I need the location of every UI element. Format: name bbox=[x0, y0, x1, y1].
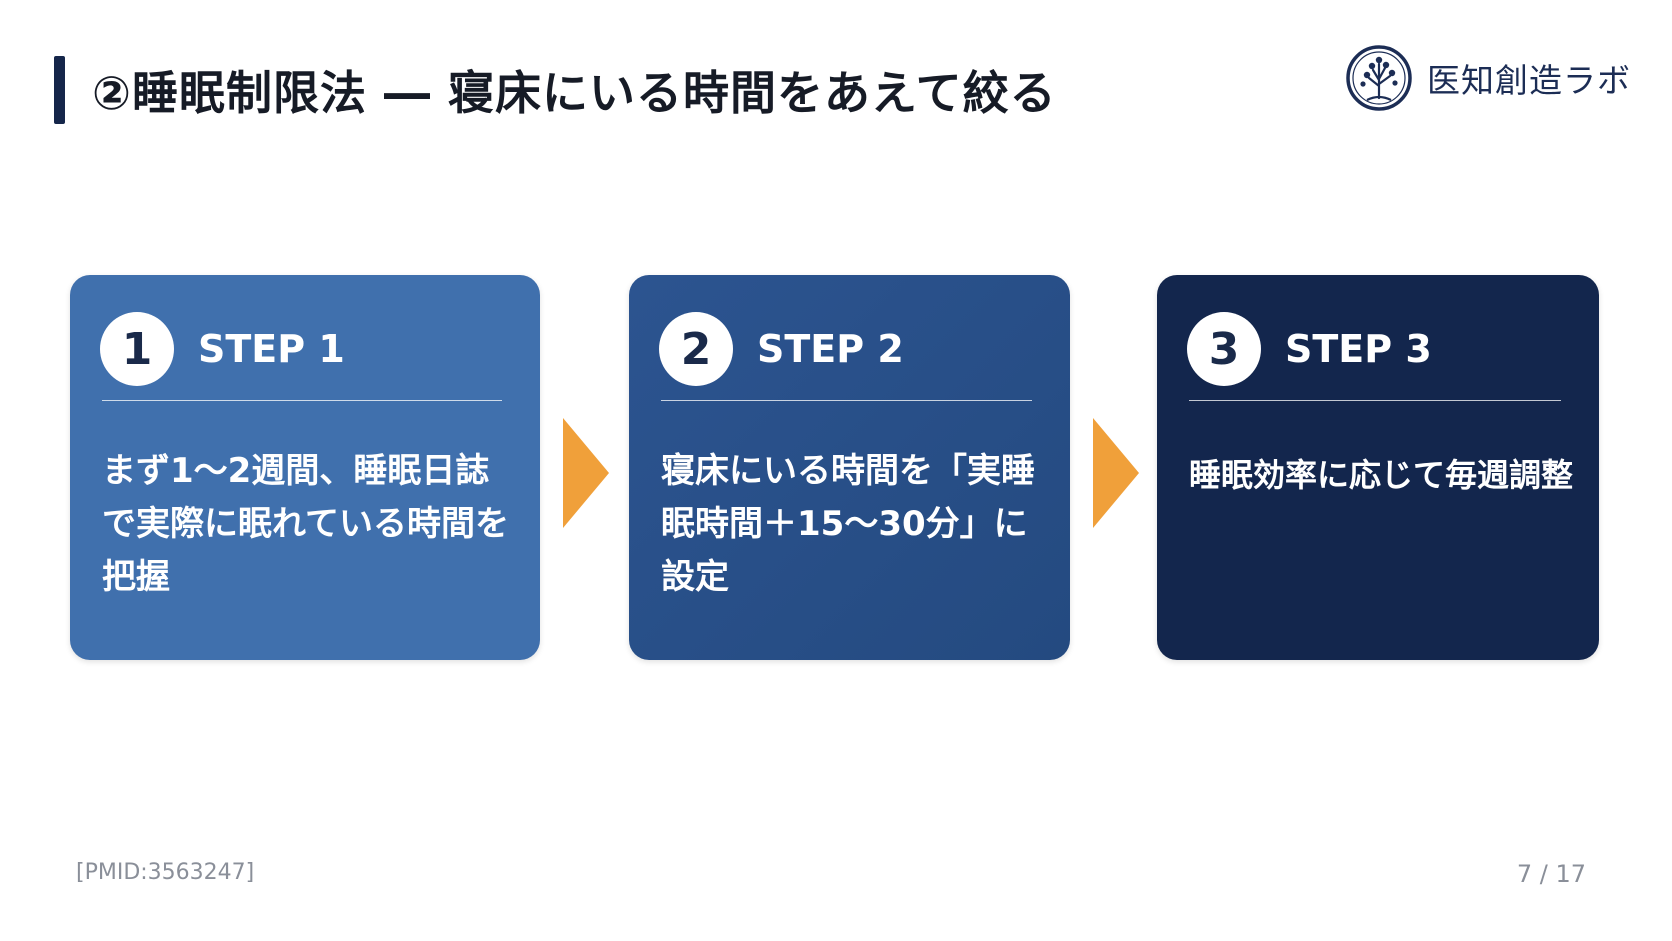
page-title: ②睡眠制限法 ― 寝床にいる時間をあえて絞る bbox=[92, 66, 1057, 120]
step-number-badge: 2 bbox=[659, 312, 733, 386]
step-divider bbox=[102, 400, 502, 401]
step-number-badge: 1 bbox=[100, 312, 174, 386]
step-divider bbox=[661, 400, 1032, 401]
step-description: 寝床にいる時間を「実睡眠時間＋15〜30分」に設定 bbox=[661, 451, 1035, 597]
tree-logo-icon bbox=[1346, 45, 1412, 111]
citation: [PMID:3563247] bbox=[76, 860, 255, 885]
step-header: 1 STEP 1 bbox=[100, 311, 345, 387]
page-number: 7 / 17 bbox=[1516, 860, 1586, 888]
title-accent-bar bbox=[54, 56, 65, 124]
brand: 医知創造ラボ bbox=[1345, 42, 1631, 114]
step-label: STEP 1 bbox=[198, 327, 345, 371]
step-label: STEP 2 bbox=[757, 327, 904, 371]
step-label: STEP 3 bbox=[1285, 327, 1432, 371]
chevron-right-icon bbox=[1093, 418, 1139, 528]
chevron-right-icon bbox=[563, 418, 609, 528]
brand-name: 医知創造ラボ bbox=[1427, 61, 1631, 100]
step-description: 睡眠効率に応じて毎週調整 bbox=[1189, 456, 1574, 494]
step-card-2: 2 STEP 2 寝床にいる時間を「実睡眠時間＋15〜30分」に設定 bbox=[629, 275, 1070, 660]
step-divider bbox=[1189, 400, 1561, 401]
step-header: 2 STEP 2 bbox=[659, 311, 904, 387]
step-number-badge: 3 bbox=[1187, 312, 1261, 386]
step-card-3: 3 STEP 3 睡眠効率に応じて毎週調整 bbox=[1157, 275, 1599, 660]
step-header: 3 STEP 3 bbox=[1187, 311, 1432, 387]
step-card-1: 1 STEP 1 まず1〜2週間、睡眠日誌で実際に眠れている時間を把握 bbox=[70, 275, 540, 660]
step-description: まず1〜2週間、睡眠日誌で実際に眠れている時間を把握 bbox=[102, 451, 509, 597]
